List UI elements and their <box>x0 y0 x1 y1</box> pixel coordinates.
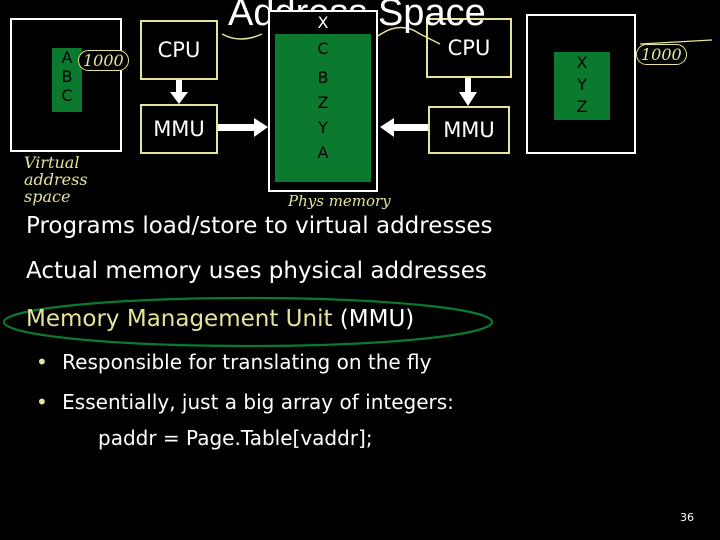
right-mmu-box: MMU <box>428 106 510 154</box>
physical-memory-box: X C B Z Y A <box>268 10 378 192</box>
bullet-dot: • <box>36 390 48 414</box>
virtual-cell-a: A <box>61 48 73 67</box>
physical-cell-a: A <box>317 143 329 162</box>
title-underline-stroke-left <box>221 33 263 40</box>
physical-cell-y: Y <box>318 118 328 137</box>
physical-cell-c: C <box>317 39 329 58</box>
page-table-code: paddr = Page.Table[vaddr]; <box>98 426 373 450</box>
physical-memory-cells: X C B Z Y A <box>275 12 371 182</box>
page-number: 36 <box>680 511 694 524</box>
virtual-memory-box: A B C <box>10 18 122 152</box>
virtual-cell-b: B <box>61 67 73 86</box>
body-line-physical: Actual memory uses physical addresses <box>26 258 487 284</box>
mmu-term: Memory Management Unit <box>26 306 333 332</box>
virtual-memory-cells: A B C <box>52 48 82 112</box>
left-mmu-label: MMU <box>153 117 205 141</box>
left-cpu-box: CPU <box>140 20 218 80</box>
left-cpu-label: CPU <box>157 38 201 62</box>
right-mmu-to-physmem-arrow <box>380 118 428 137</box>
bullet-translating: • Responsible for translating on the fly <box>36 350 431 374</box>
right-virtual-address-annotation: 1000 <box>636 44 687 65</box>
mmu-highlight-ellipse <box>2 296 494 348</box>
bullet-array: • Essentially, just a big array of integ… <box>36 390 454 414</box>
mmu-acronym: (MMU) <box>332 306 415 332</box>
right-virtual-memory-box: X Y Z <box>526 14 636 154</box>
right-cpu-to-mmu-arrow <box>459 78 477 106</box>
virtual-cell-c: C <box>61 86 73 105</box>
virtual-address-annotation: 1000 <box>78 50 129 71</box>
right-cpu-box: CPU <box>426 18 512 78</box>
right-virtual-memory-cells: X Y Z <box>554 52 610 120</box>
body-line-mmu: Memory Management Unit (MMU) <box>26 306 414 332</box>
left-mmu-box: MMU <box>140 104 218 154</box>
right-virtual-cell-y: Y <box>577 75 587 94</box>
top-right-stroke <box>639 39 713 45</box>
phys-memory-annotation: Phys memory <box>288 192 391 210</box>
right-virtual-cell-x: X <box>576 53 588 72</box>
left-cpu-to-mmu-arrow <box>170 80 188 104</box>
bullet-text: Responsible for translating on the fly <box>62 350 432 374</box>
left-mmu-to-physmem-arrow <box>218 118 268 137</box>
physical-cell-x: X <box>275 12 371 34</box>
right-cpu-label: CPU <box>447 36 491 60</box>
bullet-dot: • <box>36 350 48 374</box>
right-mmu-label: MMU <box>443 118 495 142</box>
title-underline-stroke-right <box>377 26 441 45</box>
virtual-address-space-annotation: Virtual address space <box>24 153 88 206</box>
right-virtual-cell-z: Z <box>576 97 588 116</box>
body-line-virtual: Programs load/store to virtual addresses <box>26 213 493 239</box>
bullet-text: Essentially, just a big array of integer… <box>62 390 454 414</box>
physical-cell-b: B <box>317 68 329 87</box>
physical-cell-z: Z <box>317 93 329 112</box>
